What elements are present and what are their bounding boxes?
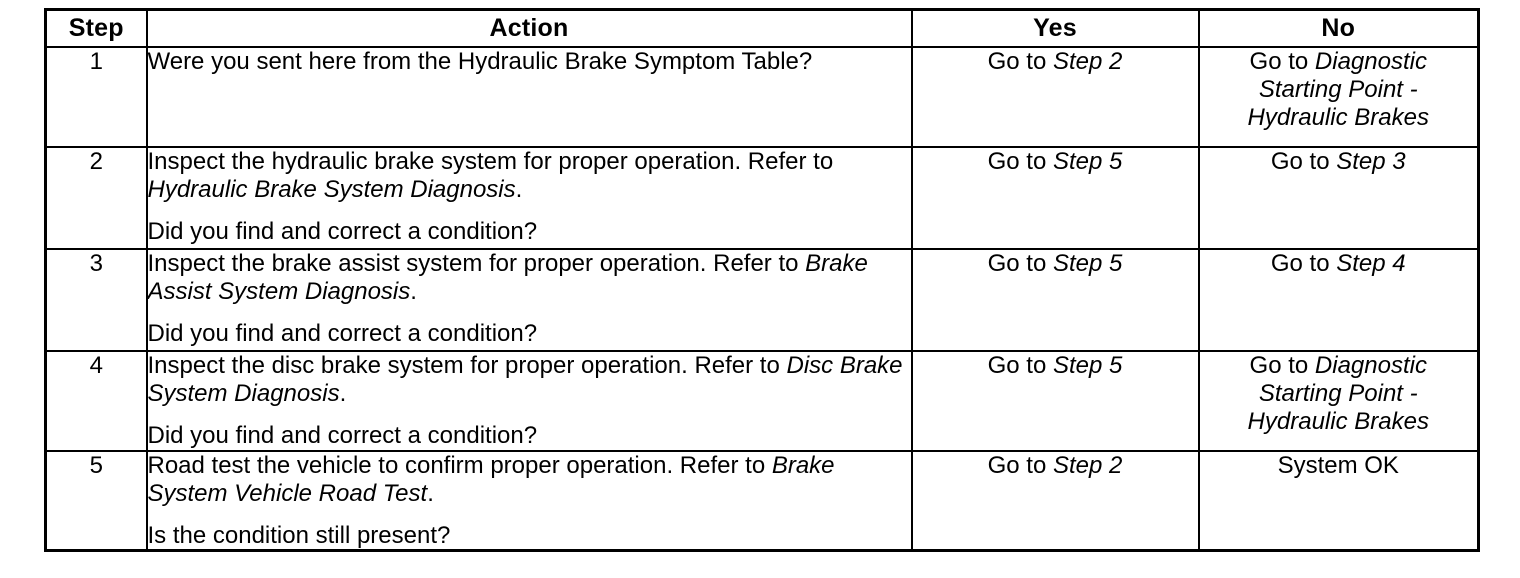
reference-text: Diagnostic [1314,48,1427,75]
reference-text: Hydraulic Brake System Diagnosis [147,175,516,203]
body-text: System OK [1277,452,1399,479]
cell-step-number: 1 [44,46,148,148]
answer-line: Go to Diagnostic [1200,352,1478,380]
cell-yes-answer: Go to Step 5 [910,146,1200,250]
action-paragraph: Road test the vehicle to confirm proper … [148,452,911,508]
cell-step-number: 3 [44,248,148,352]
cell-no-answer: Go to Step 3 [1197,146,1480,250]
answer-line: System OK [1200,452,1478,480]
column-header-action: Action [145,8,913,48]
body-text: Go to [1270,250,1337,277]
body-text: Were you sent here from the Hydraulic Br… [147,48,813,75]
cell-action: Road test the vehicle to confirm proper … [145,450,913,552]
action-paragraph: Inspect the brake assist system for prop… [148,250,911,306]
body-text: Is the condition still present? [147,521,451,549]
reference-text: Step 4 [1336,250,1406,277]
answer-line: Go to Step 5 [913,148,1198,176]
answer-line: Hydraulic Brakes [1200,408,1478,436]
reference-text: Diagnostic [1314,352,1427,379]
body-text: Go to [1249,48,1315,75]
body-text: Go to [987,452,1053,479]
reference-text: Step 5 [1052,352,1123,379]
body-text: . [427,479,434,507]
reference-text: Step 2 [1052,452,1123,479]
answer-line: Go to Diagnostic [1200,48,1478,76]
body-text: Go to [987,250,1053,277]
answer-line: Go to Step 4 [1200,250,1478,278]
cell-action: Were you sent here from the Hydraulic Br… [145,46,913,148]
action-paragraph: Is the condition still present? [148,522,911,550]
reference-text: Brake System Vehicle Road Test [147,452,835,507]
body-text: Inspect the brake assist system for prop… [147,250,806,277]
column-header-yes: Yes [910,8,1200,48]
action-paragraph: Were you sent here from the Hydraulic Br… [148,48,911,76]
reference-text: Step 3 [1336,148,1406,175]
cell-action: Inspect the brake assist system for prop… [145,248,913,352]
answer-line: Go to Step 5 [913,250,1198,278]
cell-action: Inspect the hydraulic brake system for p… [145,146,913,250]
body-text: Road test the vehicle to confirm proper … [147,452,772,479]
reference-text: Hydraulic Brakes [1247,407,1429,435]
body-text: Did you find and correct a condition? [147,217,538,245]
cell-yes-answer: Go to Step 5 [910,350,1200,452]
cell-yes-answer: Go to Step 2 [910,46,1200,148]
reference-text: Step 5 [1052,148,1123,175]
cell-step-number: 4 [44,350,148,452]
answer-line: Go to Step 2 [913,452,1198,480]
body-text: . [339,379,347,407]
reference-text: Disc Brake System Diagnosis [147,352,903,407]
column-header-step: Step [44,8,148,48]
cell-action: Inspect the disc brake system for proper… [145,350,913,452]
cell-no-answer: System OK [1197,450,1480,552]
answer-line: Hydraulic Brakes [1200,104,1478,132]
body-text: Go to [1270,148,1337,175]
cell-no-answer: Go to Step 4 [1197,248,1480,352]
cell-step-number: 2 [44,146,148,250]
body-text: Did you find and correct a condition? [147,421,538,449]
action-paragraph: Inspect the hydraulic brake system for p… [148,148,911,204]
answer-line: Starting Point - [1200,380,1478,408]
answer-line: Starting Point - [1200,76,1478,104]
reference-text: Step 2 [1052,48,1123,75]
reference-text: Starting Point - [1258,379,1418,407]
cell-step-number: 5 [44,450,148,552]
cell-yes-answer: Go to Step 2 [910,450,1200,552]
reference-text: Step 5 [1052,250,1123,277]
body-text: Go to [987,352,1053,379]
table-header-row: Step Action Yes No [44,8,1480,48]
body-text: Go to [987,148,1053,175]
action-paragraph: Did you find and correct a condition? [148,422,911,450]
answer-line: Go to Step 2 [913,48,1198,76]
action-paragraph: Inspect the disc brake system for proper… [148,352,911,408]
body-text: . [515,175,523,203]
column-header-no: No [1197,8,1480,48]
answer-line: Go to Step 3 [1200,148,1478,176]
body-text: Did you find and correct a condition? [147,319,538,347]
body-text: . [410,277,417,305]
answer-line: Go to Step 5 [913,352,1198,380]
body-text: Inspect the hydraulic brake system for p… [147,148,834,175]
cell-yes-answer: Go to Step 5 [910,248,1200,352]
reference-text: Hydraulic Brakes [1247,103,1429,131]
reference-text: Brake Assist System Diagnosis [147,250,868,305]
reference-text: Starting Point - [1258,75,1418,103]
body-text: Inspect the disc brake system for proper… [147,352,787,379]
action-paragraph: Did you find and correct a condition? [148,320,911,348]
body-text: Go to [1249,352,1315,379]
action-paragraph: Did you find and correct a condition? [148,218,911,246]
body-text: Go to [987,48,1053,75]
